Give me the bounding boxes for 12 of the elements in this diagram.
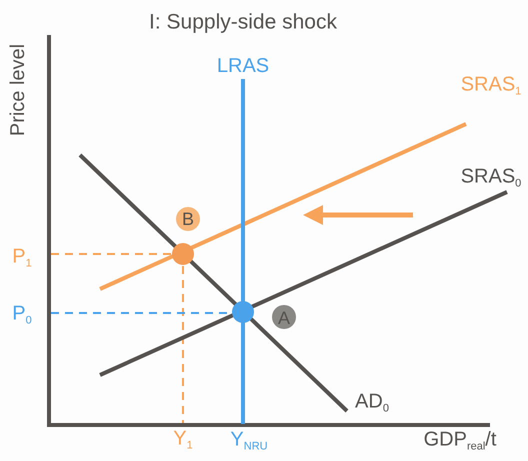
axis-value-label: Y$_{NRU}$: [230, 430, 268, 452]
curve-label: SRAS$_{1}$: [460, 74, 522, 98]
chart-title: I: Supply-side shock: [149, 12, 337, 32]
axis-title: Price level: [8, 44, 28, 136]
axis-value-label: P$_{1}$: [12, 246, 32, 270]
curve-label: AD$_{0}$: [355, 392, 389, 414]
axis-value-label: Y$_{1}$: [173, 428, 193, 452]
axis-title: GDP$_{real}$/t: [424, 430, 496, 452]
curve-label: LRAS: [216, 56, 270, 76]
point-label: B: [182, 210, 194, 228]
axis-value-label: P$_{0}$: [12, 304, 32, 326]
curve-label: SRAS$_{0}$: [460, 166, 522, 190]
